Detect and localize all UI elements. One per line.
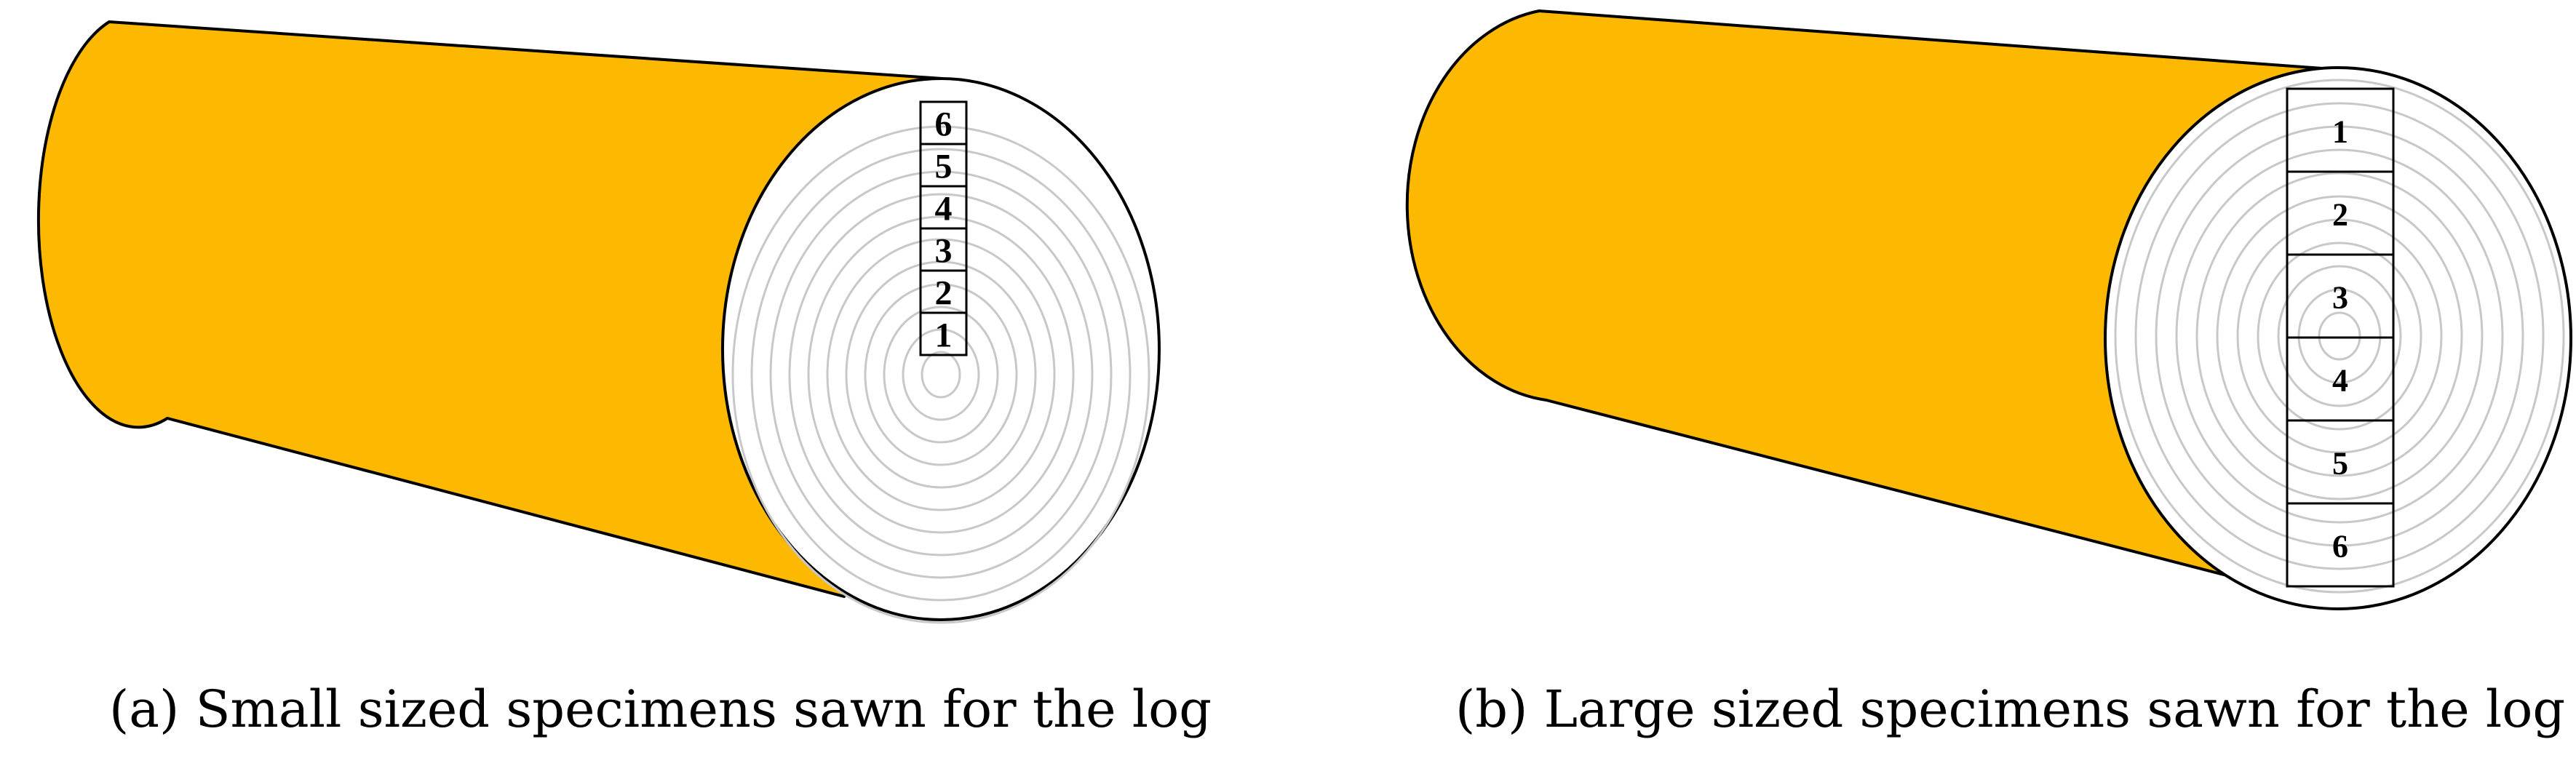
log-b-ring-11	[2114, 79, 2565, 594]
log-b-ring-5	[2236, 218, 2443, 454]
log-b-specimen-box-6	[2286, 502, 2395, 588]
log-a-specimens: 6 5 4 321	[919, 100, 968, 356]
log-a-growth-rings	[731, 125, 1150, 624]
log-a-ring-10	[750, 148, 1132, 602]
log-b-specimens: 1 2 3 4 5 6	[2286, 87, 2395, 588]
log-b-specimen-label-2: 2	[2332, 197, 2348, 233]
log-a-ring-5	[845, 260, 1037, 489]
log-a-specimen-box-1	[919, 311, 968, 356]
log-b-ring-9	[2155, 125, 2524, 547]
log-a-ring-6	[826, 238, 1056, 511]
log-a-ring-1	[921, 351, 961, 399]
caption-a: (a) Small sized specimens sawn for the l…	[109, 679, 1212, 739]
log-a-specimen-label-6: 6	[935, 105, 953, 144]
log-b-specimen-label-1: 1	[2332, 114, 2348, 150]
log-a-ring-3	[883, 306, 999, 444]
caption-b: (b) Large sized specimens sawn for the l…	[1455, 679, 2566, 739]
log-a-specimen-label-3: 3	[935, 232, 953, 271]
log-b-ring-2	[2297, 288, 2382, 384]
log-b-ring-3	[2277, 265, 2402, 407]
log-a-specimen-label-5: 5	[935, 148, 953, 186]
log-a-specimen-label-1: 1	[935, 316, 953, 355]
log-a-ring-4	[864, 283, 1018, 466]
log-b-specimen-label-5: 5	[2332, 446, 2348, 482]
log-a-ring-7	[807, 215, 1075, 534]
log-a-ring-11	[731, 125, 1150, 624]
log-b-body	[1405, 9, 2334, 583]
panel-a-small-specimens: 6 5 4 321	[36, 20, 1161, 624]
log-b-ring-1	[2318, 311, 2361, 361]
log-a-ring-8	[788, 193, 1094, 556]
log-b-specimen-label-6: 6	[2332, 529, 2348, 564]
log-b-ring-8	[2175, 148, 2504, 524]
log-b-specimen-label-3: 3	[2332, 280, 2348, 316]
log-a-specimen-label-2: 2	[935, 274, 953, 313]
log-b-ring-4	[2257, 242, 2422, 431]
log-b-specimen-label-4: 4	[2332, 363, 2348, 399]
log-a-ring-9	[769, 170, 1113, 579]
panel-b-large-specimens: 1 2 3 4 5 6	[1405, 9, 2572, 610]
log-a-ring-2	[902, 328, 980, 421]
log-b-ring-10	[2134, 102, 2545, 570]
log-a-body	[36, 20, 944, 598]
log-b-ring-6	[2216, 195, 2463, 477]
log-a-cross-section	[721, 77, 1161, 621]
log-a-specimen-label-4: 4	[935, 190, 953, 228]
log-b-ring-7	[2195, 172, 2484, 500]
log-b-growth-rings	[2114, 79, 2565, 594]
